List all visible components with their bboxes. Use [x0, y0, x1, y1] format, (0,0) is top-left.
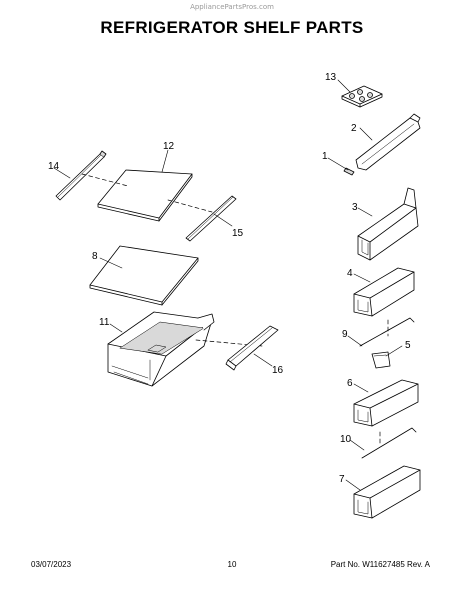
- part-4-door-bin: [353, 267, 415, 317]
- part-5-clip: [371, 351, 391, 369]
- callout-10: 10: [340, 434, 352, 445]
- callout-8: 8: [92, 251, 98, 262]
- callout-3: 3: [352, 202, 358, 213]
- part-6-door-bin: [353, 379, 419, 427]
- callout-5: 5: [405, 340, 411, 351]
- callout-9: 9: [342, 329, 348, 340]
- callout-14: 14: [48, 161, 60, 172]
- watermark: AppliancePartsPros.com: [190, 3, 274, 11]
- alignment-lines: [81, 173, 389, 447]
- callout-4: 4: [347, 268, 353, 279]
- part-8-crisper-cover: [89, 245, 199, 306]
- part-7-door-bin: [353, 465, 421, 519]
- part-3-door-bin: [357, 187, 419, 261]
- footer-page-number: 10: [227, 560, 237, 569]
- callout-12: 12: [163, 141, 175, 152]
- callout-1: 1: [322, 151, 328, 162]
- part-1-clip: [343, 167, 355, 176]
- page-title: REFRIGERATOR SHELF PARTS: [100, 18, 364, 37]
- callout-7: 7: [339, 474, 345, 485]
- part-12-glass-shelf: [97, 169, 193, 222]
- callout-2: 2: [351, 123, 357, 134]
- callout-13: 13: [325, 72, 337, 83]
- part-13-egg-tray: [341, 85, 383, 108]
- footer-date: 03/07/2023: [31, 560, 72, 569]
- part-10-wire-bracket: [361, 427, 417, 459]
- part-9-wire-bracket: [359, 317, 415, 347]
- part-16-drawer-rail: [225, 325, 279, 371]
- callout-16: 16: [272, 365, 284, 376]
- callout-15: 15: [232, 228, 244, 239]
- part-14-shelf-trim: [55, 150, 107, 201]
- part-2-door-trim: [355, 113, 421, 171]
- footer-part-number: Part No. W11627485 Rev. A: [330, 560, 430, 569]
- callout-6: 6: [347, 378, 353, 389]
- part-15-shelf-trim: [185, 195, 237, 242]
- leader-lines: [53, 79, 403, 491]
- callout-11: 11: [99, 317, 110, 328]
- part-11-crisper-drawer: [107, 311, 215, 387]
